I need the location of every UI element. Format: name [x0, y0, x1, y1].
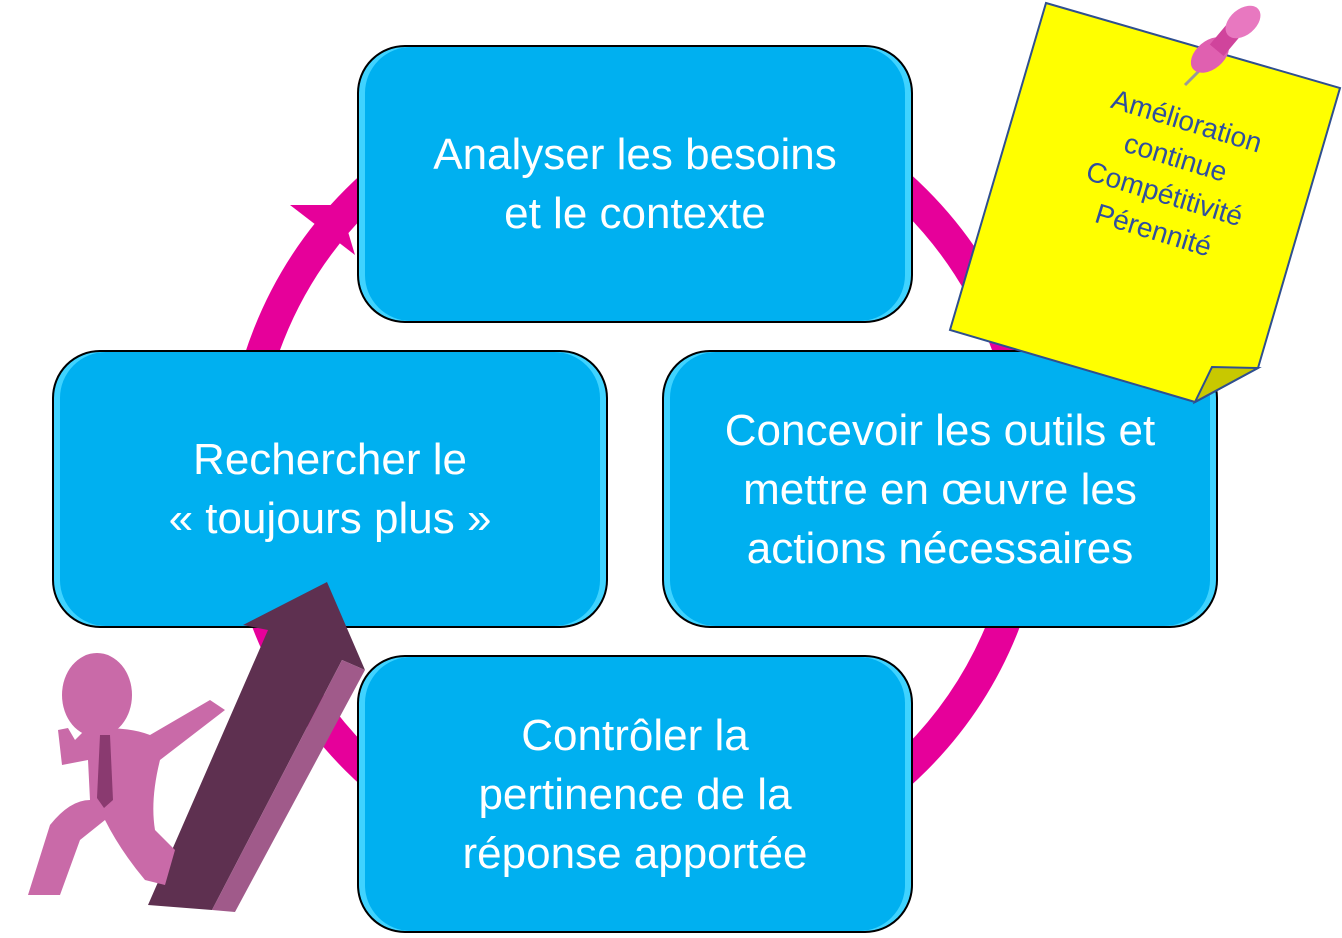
- cycle-arrowhead-icon: [290, 205, 355, 255]
- step-design: Concevoir les outils et mettre en œuvre …: [662, 350, 1218, 628]
- step-analyze: Analyser les besoins et le contexte: [357, 45, 913, 323]
- step-label: Contrôler la pertinence de la réponse ap…: [462, 710, 808, 878]
- step-control: Contrôler la pertinence de la réponse ap…: [357, 655, 913, 933]
- step-label: Rechercher le « toujours plus »: [168, 435, 492, 543]
- step-label: Concevoir les outils et mettre en œuvre …: [724, 405, 1156, 573]
- step-improve: Rechercher le « toujours plus »: [52, 350, 608, 628]
- step-label: Analyser les besoins et le contexte: [433, 130, 837, 238]
